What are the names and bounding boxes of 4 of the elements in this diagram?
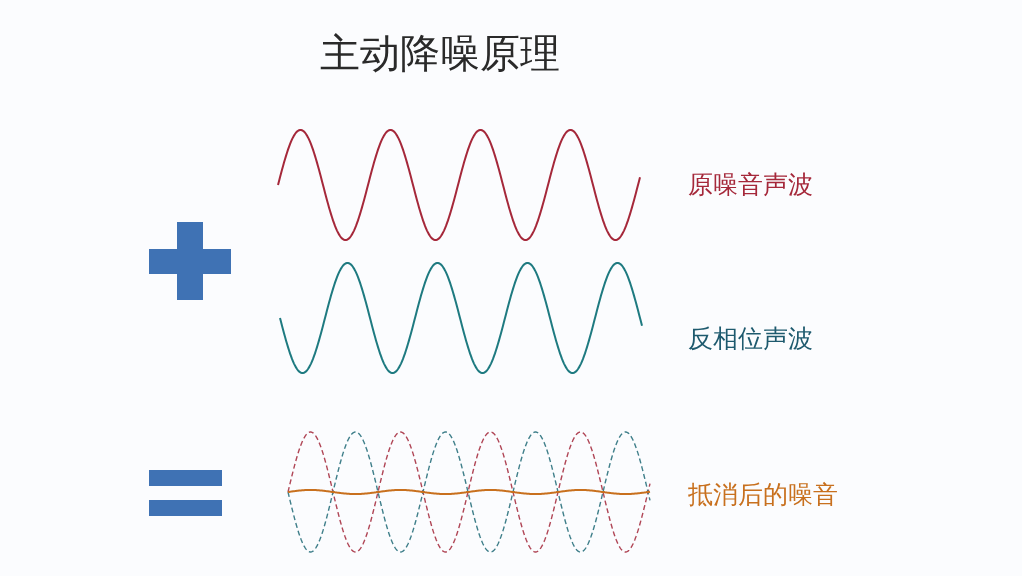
wave-label: 原噪音声波 (688, 169, 813, 201)
title: 主动降噪原理 (320, 29, 560, 78)
wave-label: 反相位声波 (688, 323, 813, 355)
wave-label: 抵消后的噪音 (688, 479, 838, 511)
